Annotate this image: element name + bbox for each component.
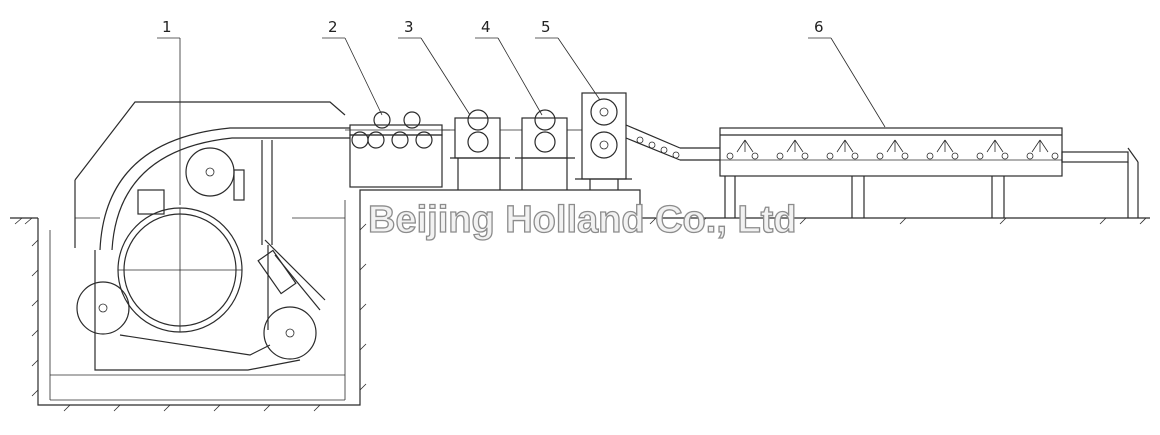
inclined-conveyor <box>625 124 720 161</box>
unit-4-roll-stand <box>500 109 575 190</box>
machine-1-coiler <box>74 101 350 371</box>
callout-2: 2 <box>328 18 338 36</box>
callout-1: 1 <box>162 18 172 36</box>
callout-6: 6 <box>814 18 824 36</box>
unit-3-roll-stand <box>442 109 510 190</box>
callout-5: 5 <box>541 18 551 36</box>
watermark-text: Beijing Holland Co., Ltd <box>368 199 797 241</box>
unit-6-spray-chamber <box>719 127 1139 218</box>
ground-and-pit <box>10 189 1150 412</box>
callout-3: 3 <box>404 18 414 36</box>
callout-4: 4 <box>481 18 491 36</box>
unit-5-mill-stand <box>567 92 632 190</box>
unit-2-pinch-rolls <box>345 111 450 188</box>
callout-leaders <box>157 37 886 205</box>
